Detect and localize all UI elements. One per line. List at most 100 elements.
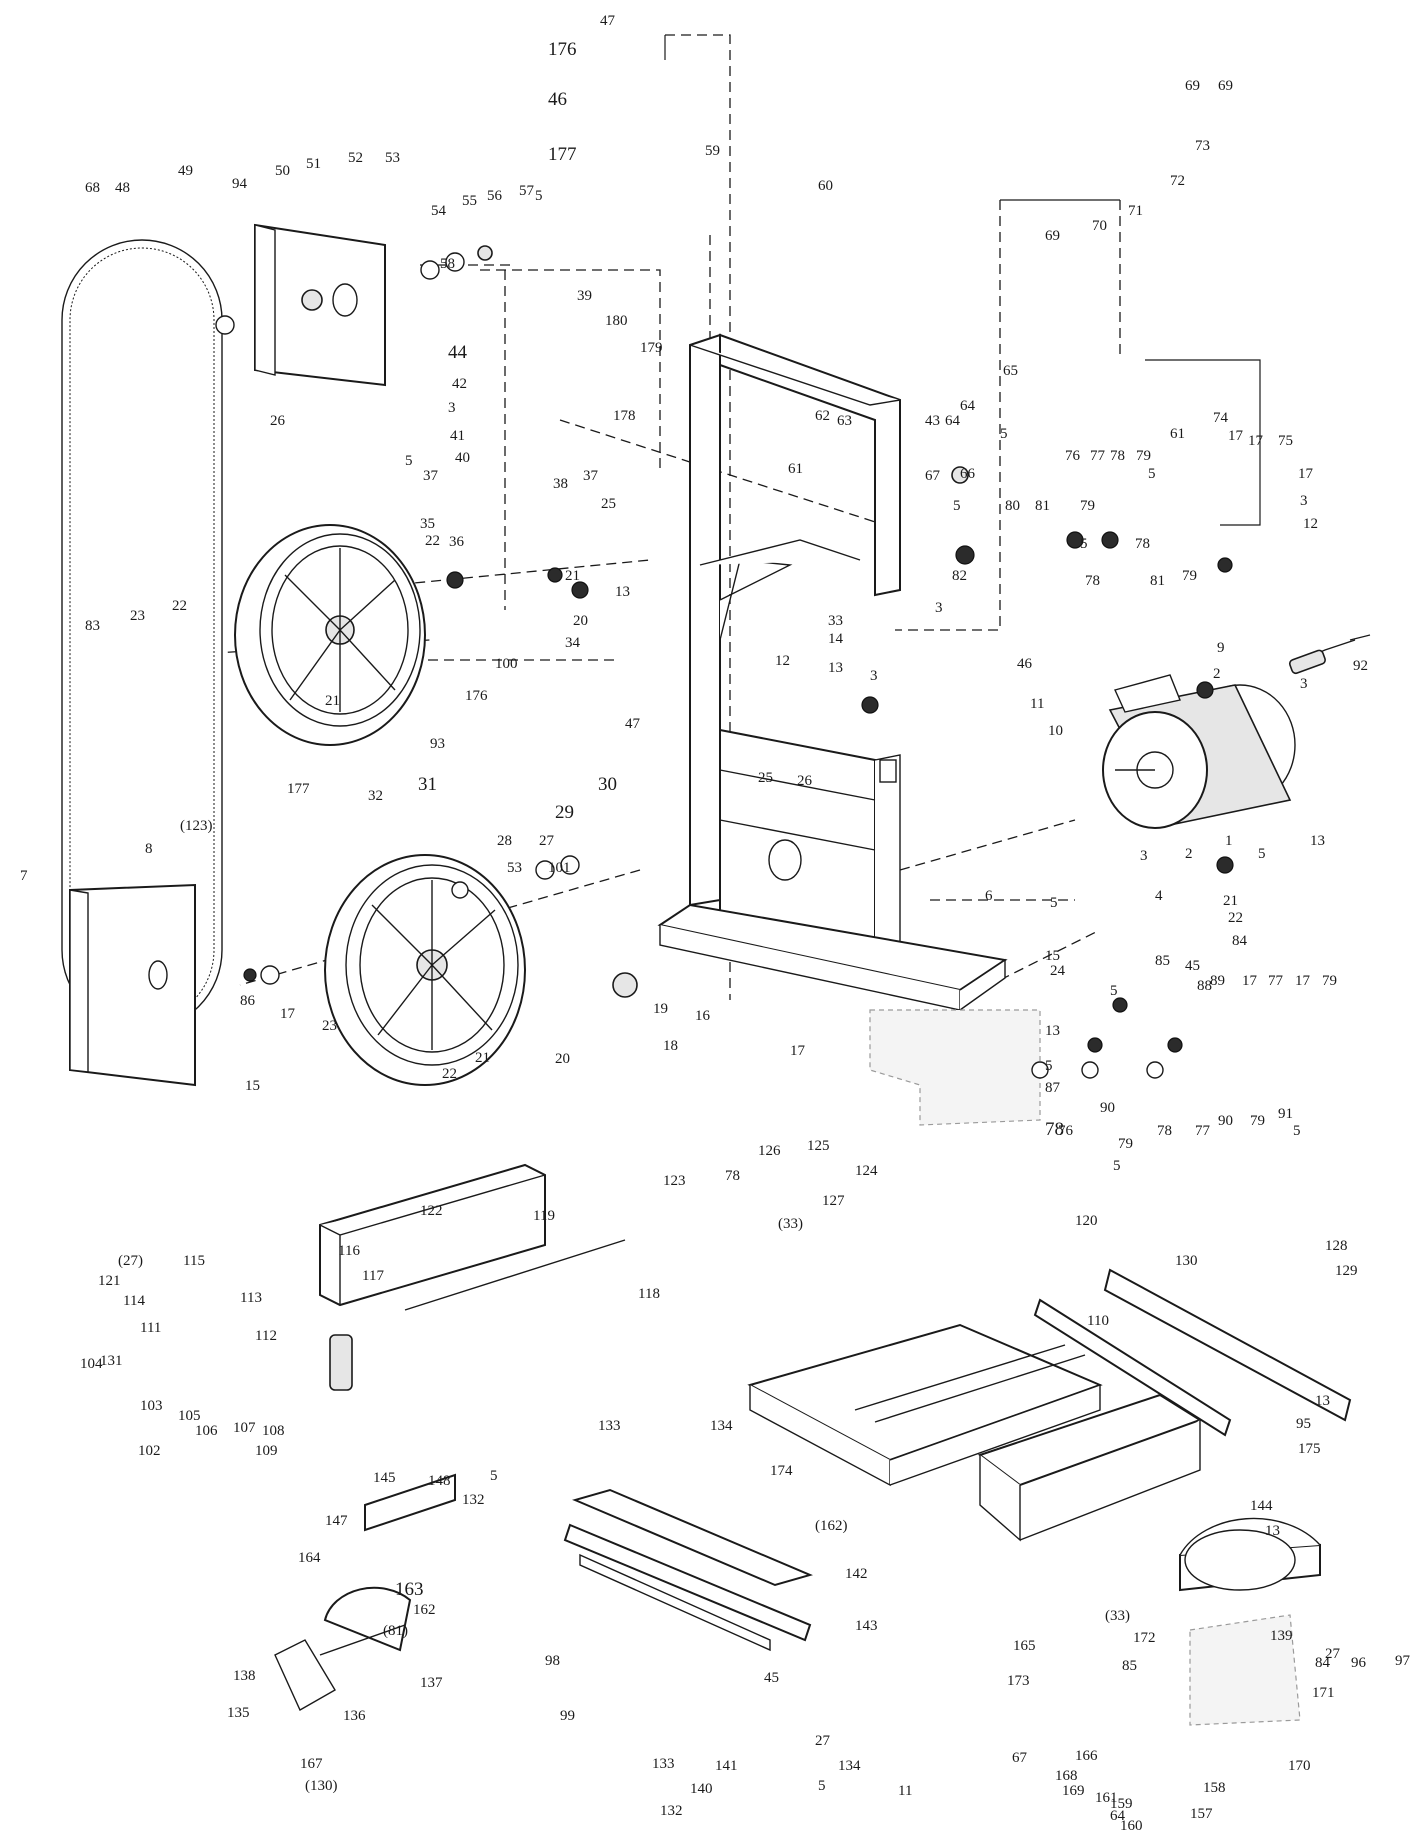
part-callout: 79 [1182, 568, 1197, 584]
part-callout: 102 [138, 1443, 161, 1459]
part-callout: 17 [280, 1006, 296, 1022]
part-callout: 5 [1000, 426, 1008, 442]
main-frame [657, 333, 1008, 1011]
part-callout: 172 [1133, 1630, 1156, 1646]
part-callout: 13 [1265, 1523, 1280, 1539]
part-callout: 133 [598, 1418, 621, 1434]
part-callout: 66 [960, 466, 976, 482]
part-callout: 68 [85, 180, 100, 196]
part-callout: 96 [1351, 1655, 1367, 1671]
part-callout: 18 [663, 1038, 678, 1054]
part-callout: 95 [1296, 1416, 1311, 1432]
part-callout: 10 [1048, 723, 1063, 739]
lower-wheel-cover [69, 883, 196, 1087]
part-callout: 30 [598, 774, 617, 795]
part-callout: 143 [855, 1618, 878, 1634]
part-callout: 116 [338, 1243, 360, 1259]
part-callout: 175 [1298, 1441, 1321, 1457]
part-callout: 79 [1136, 448, 1151, 464]
part-callout: 5 [1113, 1158, 1121, 1174]
part-callout: 21 [565, 568, 580, 584]
part-callout: 39 [577, 288, 592, 304]
part-callout: 128 [1325, 1238, 1348, 1254]
part-callout: 26 [270, 413, 286, 429]
part-callout: 78 [1110, 448, 1125, 464]
part-callout: 69 [1218, 78, 1233, 94]
part-callout: 135 [227, 1705, 250, 1721]
part-callout: 42 [452, 376, 467, 392]
part-callout: 8 [145, 841, 153, 857]
part-callout: 81 [1150, 573, 1165, 589]
part-callout: 86 [240, 993, 256, 1009]
part-callout: 47 [600, 13, 616, 29]
part-callout: 60 [818, 178, 833, 194]
part-callout: 64 [945, 413, 961, 429]
part-callout: 34 [565, 635, 581, 651]
part-callout: 79 [1118, 1136, 1133, 1152]
part-callout: 103 [140, 1398, 163, 1414]
hardware-fasteners [215, 245, 1234, 1079]
part-callout: 124 [855, 1163, 878, 1179]
part-callout: 61 [1170, 426, 1185, 442]
part-callout: 75 [1278, 433, 1293, 449]
part-callout: 13 [828, 660, 843, 676]
part-callout: 97 [1395, 1653, 1411, 1669]
part-callout: 142 [845, 1566, 868, 1582]
part-callout: 45 [764, 1670, 779, 1686]
part-callout: 5 [1045, 1058, 1053, 1074]
part-callout: 82 [952, 568, 967, 584]
part-callout: 28 [497, 833, 512, 849]
part-callout: 77 [1268, 973, 1284, 989]
part-callout: 171 [1312, 1685, 1335, 1701]
part-callout: (81) [383, 1623, 408, 1639]
part-callout: 120 [1075, 1213, 1098, 1229]
part-callout: 36 [449, 534, 465, 550]
part-callout: 29 [555, 802, 574, 823]
part-callout: 13 [1310, 833, 1325, 849]
part-callout: 57 [519, 183, 535, 199]
part-callout: 26 [797, 773, 813, 789]
part-callout: 77 [1195, 1123, 1211, 1139]
part-callout: 9 [1217, 640, 1225, 656]
part-callout: 45 [1185, 958, 1200, 974]
part-callout: 70 [1092, 218, 1107, 234]
part-callout: 15 [245, 1078, 260, 1094]
part-callout: 145 [373, 1470, 396, 1486]
part-callout: 31 [418, 774, 437, 795]
part-callout: 2 [1213, 666, 1221, 682]
part-callout: 115 [183, 1253, 205, 1269]
part-callout: 3 [1300, 676, 1308, 692]
part-callout: 5 [1080, 536, 1088, 552]
part-callout: 178 [613, 408, 636, 424]
part-callout: 5 [1110, 983, 1118, 999]
part-callout: 17 [1248, 433, 1264, 449]
part-callout: 94 [232, 176, 248, 192]
part-callout: 71 [1128, 203, 1143, 219]
part-callout: 127 [822, 1193, 845, 1209]
part-callout: 164 [298, 1550, 321, 1566]
part-callout: 79 [1322, 973, 1337, 989]
part-callout: 77 [1090, 448, 1106, 464]
lower-wheel [324, 854, 526, 1086]
part-callout: 123 [663, 1173, 686, 1189]
part-callout: 126 [758, 1143, 781, 1159]
part-callout: 47 [625, 716, 641, 732]
part-callout: 161 [1095, 1790, 1118, 1806]
part-callout: 177 [548, 144, 577, 165]
part-callout: 35 [420, 516, 435, 532]
part-callout: 79 [1250, 1113, 1265, 1129]
part-callout: 5 [953, 498, 961, 514]
part-callout: 64 [1110, 1808, 1126, 1824]
part-callout: 6 [985, 888, 993, 904]
part-callout: 27 [539, 833, 555, 849]
part-callout: 166 [1075, 1748, 1098, 1764]
part-callout: 122 [420, 1203, 443, 1219]
part-callout: 118 [638, 1286, 660, 1302]
part-callout: 11 [1030, 696, 1044, 712]
part-callout: 165 [1013, 1638, 1036, 1654]
part-callout: 56 [487, 188, 503, 204]
part-callout: 99 [560, 1708, 575, 1724]
part-callout: 87 [1045, 1080, 1061, 1096]
part-callout: 179 [640, 340, 663, 356]
